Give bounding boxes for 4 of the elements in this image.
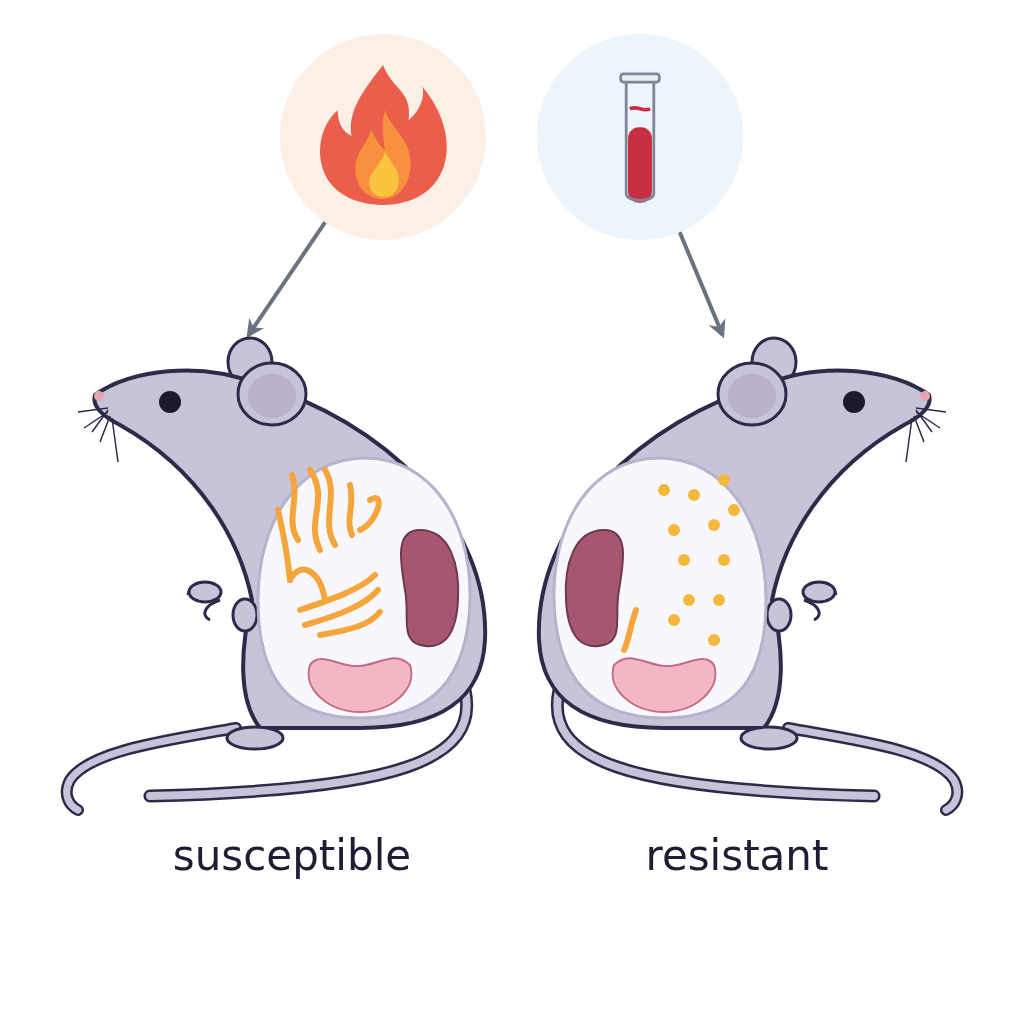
mouse-label: susceptible: [172, 835, 412, 877]
arrow: [677, 231, 726, 339]
mouse-label: resistant: [645, 835, 829, 877]
arrow: [246, 221, 327, 338]
